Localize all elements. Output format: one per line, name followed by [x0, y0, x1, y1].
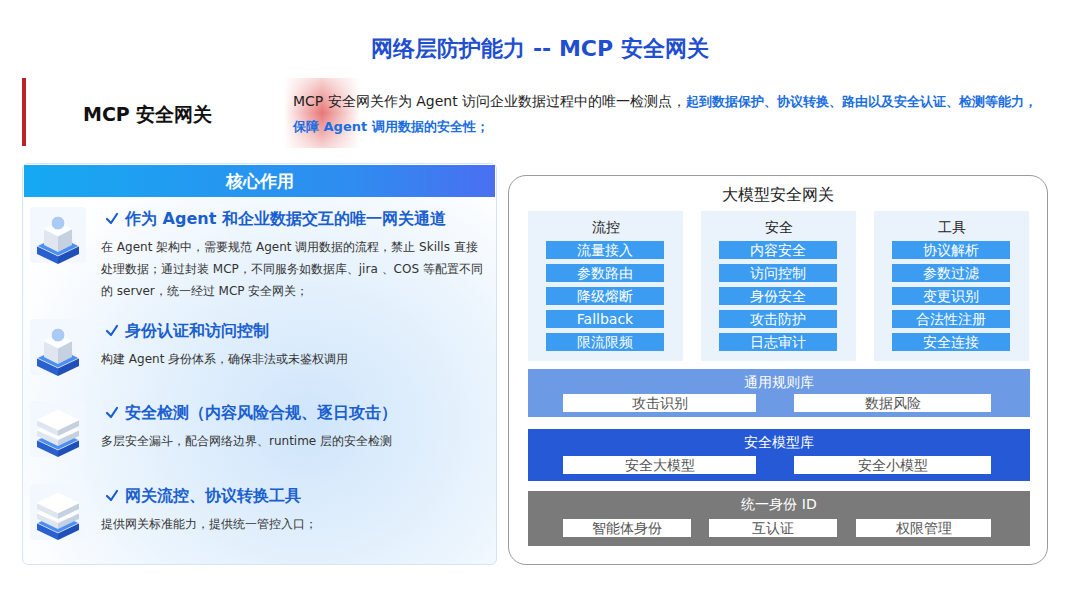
library-band: 安全模型库安全大模型 安全小模型	[528, 429, 1030, 481]
capability-column: 工具协议解析参数过滤变更识别合法性注册安全连接	[874, 211, 1029, 361]
check-stroke	[107, 491, 117, 500]
slab-top	[37, 410, 79, 430]
gw-text: 大模型安全网关	[509, 185, 1047, 206]
chip-text: 协议解析	[892, 241, 1010, 259]
chip-text: 流量接入	[546, 241, 664, 259]
capability-chip: 降级熔断	[546, 287, 664, 305]
capability-chip: 身份安全	[719, 287, 837, 305]
feature-item: 网关流控、协议转换工具提供网关标准能力，提供统一管控入口；	[27, 483, 493, 543]
header-label: MCP 安全网关	[83, 102, 212, 128]
library-item: 安全小模型	[794, 456, 991, 474]
sub-text: 智能体身份	[563, 519, 691, 537]
highlight-glow	[284, 78, 360, 148]
chip-text: 降级熔断	[546, 287, 664, 305]
library-item: 权限管理	[856, 519, 991, 537]
item-heading: 身份认证和访问控制	[125, 318, 487, 344]
description-text: MCP 安全网关作为 Agent 访问企业数据过程中的唯一检测点，	[293, 93, 686, 109]
capability-chip: 日志审计	[719, 333, 837, 351]
check-stroke	[107, 214, 117, 223]
band-text: 统一身份 ID	[528, 496, 1030, 514]
item-heading: 网关流控、协议转换工具	[125, 483, 487, 509]
chip-text: 限流限频	[546, 333, 664, 351]
chip-text: 参数路由	[546, 264, 664, 282]
cube-icon	[29, 400, 87, 458]
panel-text: 核心作用	[24, 165, 495, 197]
icon-tile	[30, 401, 86, 457]
capability-column: 流控流量接入参数路由降级熔断 Fallback 限流限频	[528, 211, 683, 361]
capability-chip: 流量接入	[546, 241, 664, 259]
chip-text: 变更识别	[892, 287, 1010, 305]
icon-tile	[30, 319, 86, 375]
feature-item: 作为 Agent 和企业数据交互的唯一网关通道在 Agent 架构中，需要规范 …	[27, 206, 493, 302]
capability-chip: 安全连接	[892, 333, 1010, 351]
cube-icon	[29, 206, 87, 264]
item-body: 构建 Agent 身份体系，确保非法或未鉴权调用	[101, 348, 487, 370]
item-body: 在 Agent 架构中，需要规范 Agent 调用数据的流程，禁止 Skills…	[101, 236, 487, 302]
feature-item: 身份认证和访问控制构建 Agent 身份体系，确保非法或未鉴权调用	[27, 318, 493, 378]
icon-tile	[30, 207, 86, 263]
item-heading: 作为 Agent 和企业数据交互的唯一网关通道	[125, 206, 487, 232]
library-item: 数据风险	[794, 394, 991, 412]
library-band: 统一身份 ID 智能体身份互认证 权限管理	[528, 491, 1030, 546]
check-stroke	[107, 326, 117, 335]
col-text: 安全	[701, 219, 856, 237]
core-panel: 核心作用作为 Agent 和企业数据交互的唯一网关通道在 Agent 架构中，需…	[22, 163, 497, 565]
capability-chip: 访问控制	[719, 264, 837, 282]
sub-text: 权限管理	[856, 519, 991, 537]
chip-text: 日志审计	[719, 333, 837, 351]
check-mark	[105, 489, 119, 503]
page-title: 网络层防护能力 -- MCP 安全网关	[0, 34, 1080, 64]
sphere	[51, 216, 65, 230]
chip-text: 合法性注册	[892, 310, 1010, 328]
chip-text: 访问控制	[719, 264, 837, 282]
capability-chip: Fallback	[546, 310, 664, 328]
icon-tile	[30, 484, 86, 540]
chip-text: 安全连接	[892, 333, 1010, 351]
header-description: MCP 安全网关作为 Agent 访问企业数据过程中的唯一检测点，起到数据保护、…	[293, 89, 1048, 139]
capability-chip: 变更识别	[892, 287, 1010, 305]
capability-chip: 限流限频	[546, 333, 664, 351]
capability-chip: 参数路由	[546, 264, 664, 282]
item-heading: 安全检测（内容风险合规、逐日攻击）	[125, 400, 487, 426]
chip-text: 参数过滤	[892, 264, 1010, 282]
sub-text: 安全大模型	[563, 456, 756, 474]
chip-text: 身份安全	[719, 287, 837, 305]
chip-text: 攻击防护	[719, 310, 837, 328]
item-body: 提供网关标准能力，提供统一管控入口；	[101, 513, 487, 535]
capability-chip: 攻击防护	[719, 310, 837, 328]
library-band: 通用规则库攻击识别 数据风险	[528, 369, 1030, 417]
cube-icon	[29, 318, 87, 376]
item-body: 多层安全漏斗，配合网络边界、runtime 层的安全检测	[101, 430, 487, 452]
chip-text: Fallback	[546, 310, 664, 328]
capability-chip: 合法性注册	[892, 310, 1010, 328]
band-text: 通用规则库	[528, 374, 1030, 392]
gateway-panel: 大模型安全网关流控流量接入参数路由降级熔断 Fallback 限流限频 安全内容安全访…	[508, 175, 1048, 565]
col-text: 流控	[528, 219, 683, 237]
capability-chip: 协议解析	[892, 241, 1010, 259]
sub-text: 攻击识别	[563, 394, 756, 412]
capability-chip: 内容安全	[719, 241, 837, 259]
sub-text: 安全小模型	[794, 456, 991, 474]
library-item: 安全大模型	[563, 456, 756, 474]
slab-top	[37, 493, 79, 513]
check-mark	[105, 406, 119, 420]
header-band: MCP 安全网关 MCP 安全网关作为 Agent 访问企业数据过程中的唯一检测点…	[22, 78, 1062, 146]
capability-column: 安全内容安全访问控制身份安全攻击防护日志审计	[701, 211, 856, 361]
col-text: 工具	[874, 219, 1029, 237]
chip-text: 内容安全	[719, 241, 837, 259]
highlight-fade	[284, 78, 360, 148]
check-mark	[105, 324, 119, 338]
sphere	[51, 328, 65, 342]
library-item: 互认证	[709, 519, 837, 537]
check-stroke	[107, 408, 117, 417]
band-text: 安全模型库	[528, 434, 1030, 452]
library-item: 攻击识别	[563, 394, 756, 412]
sub-text: 互认证	[709, 519, 837, 537]
feature-item: 安全检测（内容风险合规、逐日攻击） 多层安全漏斗，配合网络边界、runtime 层…	[27, 400, 493, 460]
library-item: 智能体身份	[563, 519, 691, 537]
sub-text: 数据风险	[794, 394, 991, 412]
capability-chip: 参数过滤	[892, 264, 1010, 282]
check-mark	[105, 212, 119, 226]
cube-icon	[29, 483, 87, 541]
